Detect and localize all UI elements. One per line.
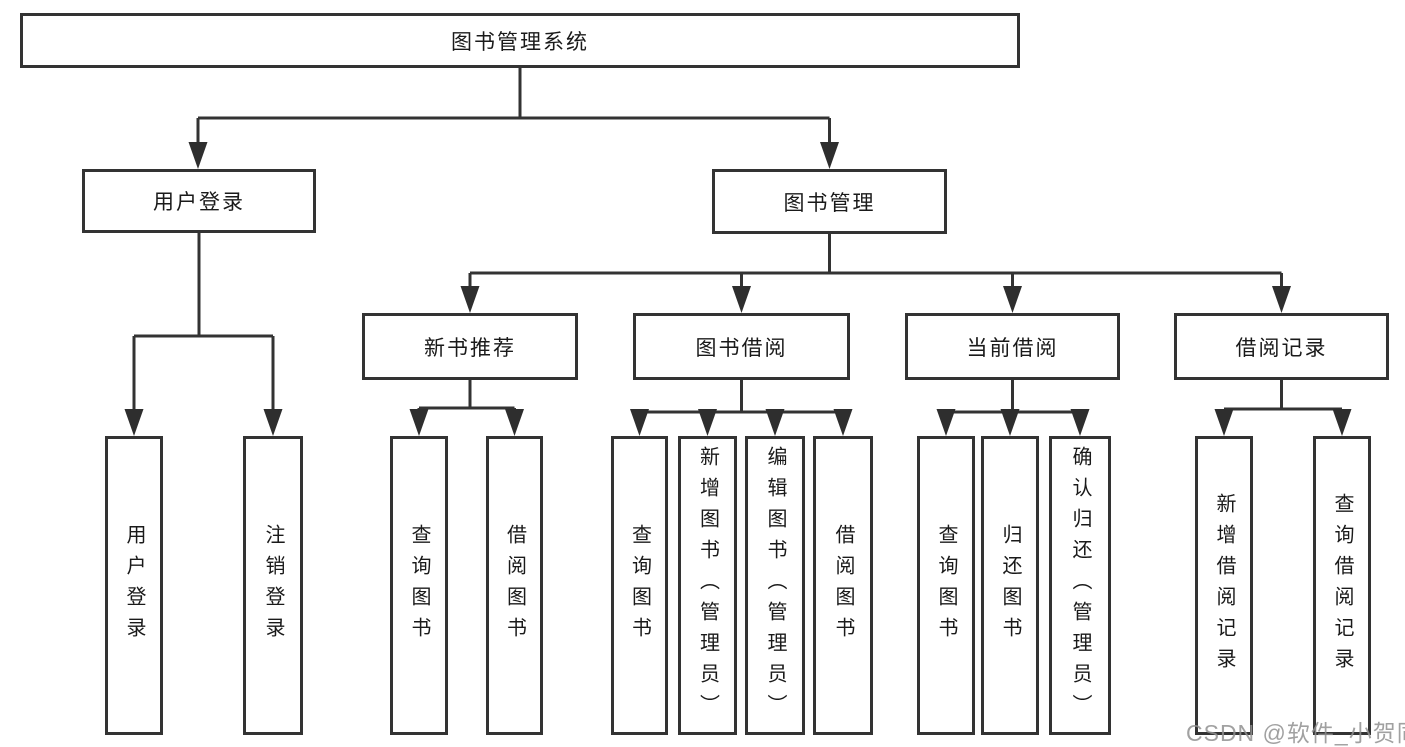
node-label: 归还图书 <box>999 523 1021 648</box>
node-library-management-system: 图书管理系统 <box>20 13 1020 68</box>
node-borrow-edit-books: 编辑图书（管理员） <box>745 436 805 735</box>
node-records-add-record: 新增借阅记录 <box>1195 436 1253 735</box>
node-label: 图书管理 <box>783 191 876 215</box>
node-label: 借阅图书 <box>832 523 854 648</box>
node-user-login: 用户登录 <box>105 436 163 735</box>
node-borrow-add-books: 新增图书（管理员） <box>678 436 737 735</box>
node-label: 确认归还（管理员） <box>1069 446 1091 725</box>
node-label: 图书管理系统 <box>451 30 589 54</box>
node-label: 查询图书 <box>628 523 651 648</box>
node-logout: 注销登录 <box>243 436 303 735</box>
node-label: 图书借阅 <box>695 336 788 360</box>
node-label: 编辑图书（管理员） <box>764 446 786 725</box>
node-label: 查询图书 <box>408 523 430 648</box>
node-label: 查询图书 <box>935 523 957 648</box>
node-borrowing-records: 借阅记录 <box>1174 313 1389 380</box>
node-current-confirm-return: 确认归还（管理员） <box>1049 436 1111 735</box>
node-label: 查询借阅记录 <box>1331 492 1353 679</box>
node-book-borrowing: 图书借阅 <box>633 313 850 380</box>
node-label: 新增借阅记录 <box>1213 492 1235 679</box>
node-label: 借阅记录 <box>1235 336 1328 360</box>
node-new-book-recommend: 新书推荐 <box>362 313 578 380</box>
node-label: 当前借阅 <box>966 336 1059 360</box>
node-label: 用户登录 <box>123 523 145 648</box>
node-label: 新书推荐 <box>424 336 516 360</box>
node-borrow-borrow-books: 借阅图书 <box>813 436 873 735</box>
node-records-query-record: 查询借阅记录 <box>1313 436 1371 735</box>
node-login-group: 用户登录 <box>82 169 316 233</box>
node-label: 新增图书（管理员） <box>696 446 719 725</box>
node-current-query-books: 查询图书 <box>917 436 975 735</box>
node-label: 注销登录 <box>262 523 284 648</box>
node-current-borrowing: 当前借阅 <box>905 313 1120 380</box>
node-borrow-query-books: 查询图书 <box>611 436 668 735</box>
node-recommend-query-books: 查询图书 <box>390 436 448 735</box>
node-book-management: 图书管理 <box>712 169 947 234</box>
node-label: 用户登录 <box>153 191 245 214</box>
node-recommend-borrow-books: 借阅图书 <box>486 436 543 735</box>
node-current-return-books: 归还图书 <box>981 436 1039 735</box>
watermark: CSDN @软件_小贺同学 <box>1186 720 1405 746</box>
node-label: 借阅图书 <box>503 523 526 648</box>
